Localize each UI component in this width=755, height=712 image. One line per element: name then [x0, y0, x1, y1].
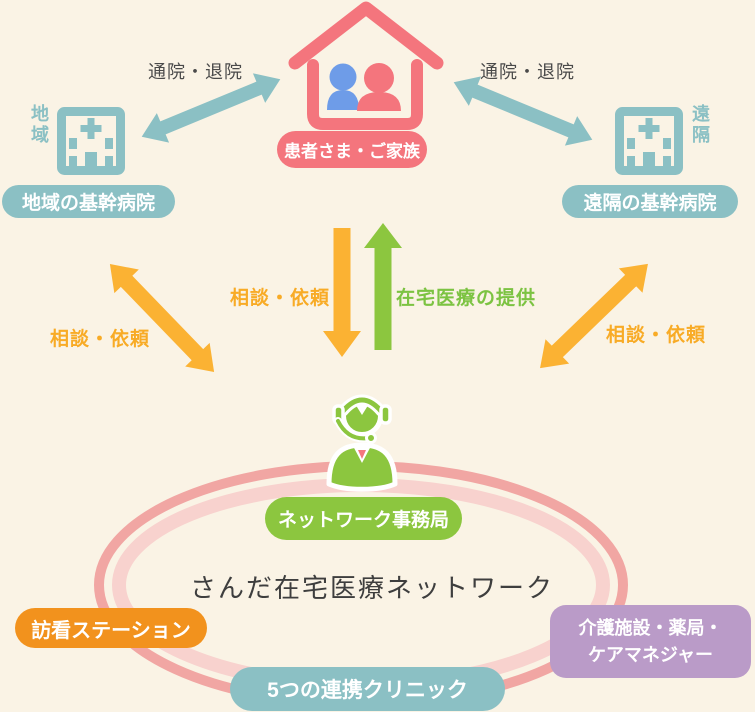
network-office-badge: ネットワーク事務局: [265, 497, 462, 540]
hospital-right-icon: [615, 107, 683, 175]
house-icon: [288, 1, 444, 130]
consult-left-label: 相談・依頼: [50, 329, 151, 350]
operator-headset-icon: [326, 394, 398, 492]
consult-arrow-down-icon: [323, 228, 361, 357]
commute-arrow-right-icon: [453, 76, 593, 146]
family-icon: [327, 63, 401, 111]
commute-arrow-left-icon: [141, 73, 281, 143]
hospital-left-badge: 地域の基幹病院: [2, 185, 175, 218]
hospital-right-badge: 遠隔の基幹病院: [562, 185, 738, 218]
hospital-left-icon: [57, 107, 125, 175]
consult-arrow-left-diagonal-icon: [109, 264, 215, 372]
consult-arrow-right-diagonal-icon: [540, 263, 648, 369]
commute-left-label: 通院・退院: [148, 62, 243, 82]
visiting-nurse-station-badge: 訪看ステーション: [15, 608, 207, 648]
provide-label: 在宅医療の提供: [396, 288, 537, 309]
consult-right-label: 相談・依頼: [606, 325, 707, 346]
commute-right-label: 通院・退院: [480, 62, 575, 82]
hospital-right-side-label: 遠隔: [690, 104, 710, 146]
clinics-badge: 5つの連携クリニック: [230, 667, 505, 711]
care-facilities-line1: 介護施設・薬局・: [578, 617, 723, 638]
patient-family-badge: 患者さま・ご家族: [277, 131, 427, 168]
provide-arrow-up-icon: [364, 223, 402, 350]
hospital-left-side-label: 地域: [29, 104, 49, 146]
care-facilities-badge: 介護施設・薬局・ ケアマネジャー: [550, 605, 751, 678]
care-facilities-line2: ケアマネジャー: [587, 644, 714, 665]
consult-center-label: 相談・依頼: [230, 288, 331, 309]
network-title: さんだ在宅医療ネットワーク: [189, 573, 555, 603]
